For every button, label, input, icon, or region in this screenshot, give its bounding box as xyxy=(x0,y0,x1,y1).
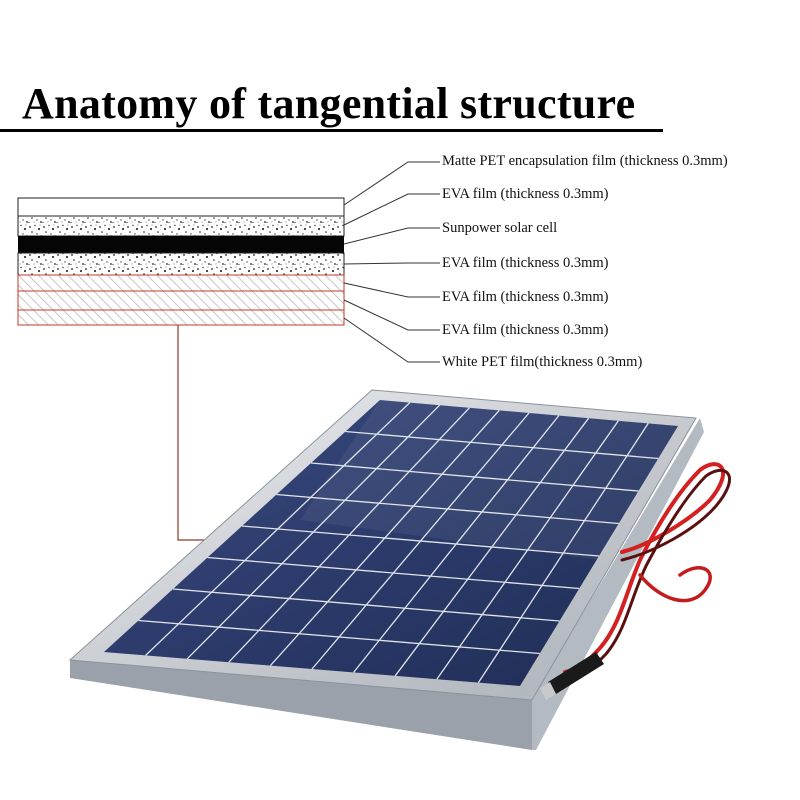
solar-panel xyxy=(68,389,704,750)
layer-label-eva-1: EVA film (thickness 0.3mm) xyxy=(442,186,609,202)
layer-eva-3 xyxy=(17,274,345,292)
leader-line xyxy=(343,282,440,298)
leader-line xyxy=(343,317,440,363)
panel-cell-area xyxy=(104,400,678,686)
panel-cell-grid xyxy=(138,402,659,683)
cell-grid-line xyxy=(172,588,560,622)
page-title: Anatomy of tangential structure xyxy=(22,79,636,128)
panel-glare xyxy=(300,400,678,560)
layer-eva-4 xyxy=(17,290,345,311)
leader-line xyxy=(343,227,440,245)
cell-grid-line xyxy=(138,619,540,655)
cable-wire-red-2 xyxy=(638,566,712,603)
cable-wire-red xyxy=(563,462,726,674)
cell-grid-line xyxy=(310,462,639,492)
cell-grid-line xyxy=(345,430,659,460)
layer-label-matte-pet: Matte PET encapsulation film (thickness … xyxy=(442,153,728,169)
cell-grid-line xyxy=(276,493,619,525)
power-cable xyxy=(563,462,731,680)
cell-grid-line xyxy=(241,525,600,557)
layer-label-eva-3: EVA film (thickness 0.3mm) xyxy=(442,289,609,305)
leader-lines xyxy=(343,161,440,363)
leader-line xyxy=(343,262,440,265)
dc-connector-tip xyxy=(540,682,556,700)
title-underline xyxy=(0,129,663,132)
dc-connector xyxy=(540,652,604,700)
layer-label-eva-2: EVA film (thickness 0.3mm) xyxy=(442,255,609,271)
layer-label-eva-4: EVA film (thickness 0.3mm) xyxy=(442,322,609,338)
layer-solar-cell xyxy=(18,236,344,253)
leader-line xyxy=(343,193,440,226)
cable-wire-dark xyxy=(566,468,731,680)
layer-eva-2 xyxy=(17,252,345,276)
layer-label-solar-cell: Sunpower solar cell xyxy=(442,220,558,236)
layer-eva-1 xyxy=(17,215,345,237)
layer-stack xyxy=(17,197,345,326)
layer-white-pet xyxy=(17,309,345,326)
leader-line xyxy=(343,161,440,206)
panel-frame-side xyxy=(70,660,532,750)
cell-grid-line xyxy=(207,556,580,590)
dc-connector-body xyxy=(548,652,604,694)
layer-matte-pet xyxy=(17,197,345,217)
leader-line xyxy=(343,299,440,331)
layer-label-white-pet: White PET film(thickness 0.3mm) xyxy=(442,354,643,370)
